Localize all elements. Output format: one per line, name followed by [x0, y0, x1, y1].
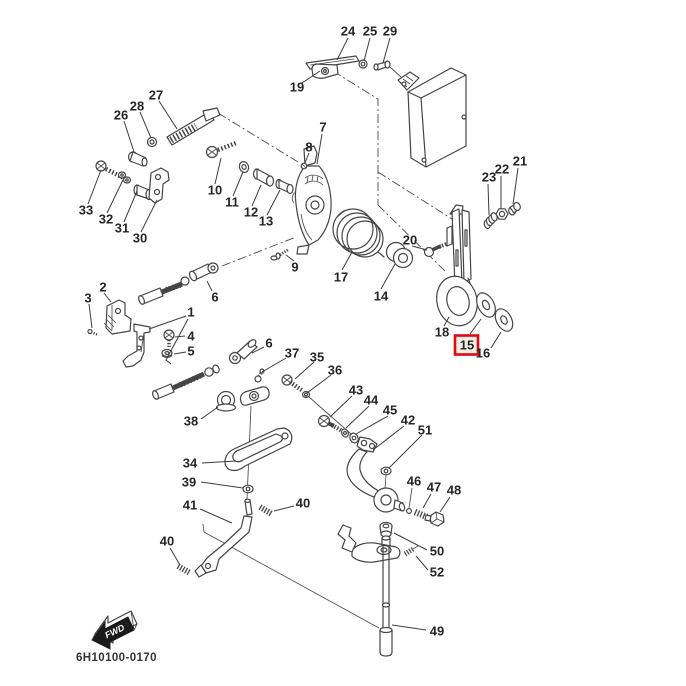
arm-34-group: [224, 427, 293, 494]
part-callout-48[interactable]: 48: [447, 483, 461, 498]
part-callout-13[interactable]: 13: [259, 214, 273, 229]
arm-41-group: [176, 498, 274, 578]
part-callout-49[interactable]: 49: [430, 624, 444, 639]
part-callout-44[interactable]: 44: [364, 393, 379, 408]
part-callout-47[interactable]: 47: [427, 480, 441, 495]
roller-14-group: [385, 238, 457, 269]
part-callout-14[interactable]: 14: [374, 289, 389, 304]
part-callout-28[interactable]: 28: [130, 99, 144, 114]
part-callout-42[interactable]: 42: [401, 413, 415, 428]
shift-shaft-group: [337, 521, 419, 657]
bolt-10-set: [205, 140, 294, 195]
part-callout-35[interactable]: 35: [310, 350, 324, 365]
part-callout-21[interactable]: 21: [513, 154, 527, 169]
diagram-code: 6H10100-0170: [76, 652, 157, 664]
cam-plate-7-group: [270, 145, 332, 261]
control-lever-18: [436, 204, 478, 327]
part-callout-5[interactable]: 5: [187, 344, 194, 359]
part-callout-27[interactable]: 27: [149, 88, 163, 103]
part-callout-38[interactable]: 38: [184, 414, 198, 429]
part-callout-10[interactable]: 10: [208, 183, 222, 198]
part-callout-51[interactable]: 51: [418, 423, 432, 438]
washers-15-16: [476, 292, 514, 332]
leader-lines: [87, 37, 519, 631]
part-callout-4[interactable]: 4: [187, 329, 195, 344]
adjuster-rod-group: [127, 107, 221, 167]
part-callout-6[interactable]: 6: [265, 336, 272, 351]
lever-30-group: [95, 160, 170, 204]
part-callout-17[interactable]: 17: [334, 270, 348, 285]
part-callout-40[interactable]: 40: [160, 534, 174, 549]
part-callout-33[interactable]: 33: [79, 203, 93, 218]
part-callout-6[interactable]: 6: [211, 290, 218, 305]
part-callout-16[interactable]: 16: [476, 346, 490, 361]
part-callout-25[interactable]: 25: [363, 24, 377, 39]
part-callout-29[interactable]: 29: [383, 24, 397, 39]
fwd-arrow: FWD: [91, 610, 138, 650]
part-callout-37[interactable]: 37: [285, 346, 299, 361]
lever-42-group: [317, 414, 445, 527]
cdi-unit-box: [397, 67, 467, 168]
spring-nut-collar-group: [483, 201, 521, 230]
part-callout-50[interactable]: 50: [430, 544, 444, 559]
throttle-rod-group: [305, 55, 402, 79]
part-callout-36[interactable]: 36: [328, 363, 342, 378]
part-callout-23[interactable]: 23: [482, 170, 496, 185]
part-callout-45[interactable]: 45: [383, 403, 397, 418]
part-callout-22[interactable]: 22: [495, 162, 509, 177]
part-callout-34[interactable]: 34: [183, 456, 198, 471]
part-callout-30[interactable]: 30: [133, 231, 147, 246]
part-callout-40[interactable]: 40: [296, 496, 310, 511]
part-callout-7[interactable]: 7: [319, 120, 326, 135]
part-callout-26[interactable]: 26: [114, 108, 128, 123]
part-callout-1[interactable]: 1: [187, 305, 194, 320]
part-callout-20[interactable]: 20: [403, 233, 417, 248]
part-callout-18[interactable]: 18: [435, 325, 449, 340]
part-callout-39[interactable]: 39: [182, 475, 196, 490]
part-callout-19[interactable]: 19: [290, 80, 304, 95]
part-callout-3[interactable]: 3: [84, 291, 91, 306]
part-callout-2[interactable]: 2: [99, 280, 106, 295]
part-callout-24[interactable]: 24: [341, 24, 356, 39]
highlighted-part-box[interactable]: [453, 334, 480, 356]
upper-link-rod-group: [138, 262, 219, 305]
part-callout-46[interactable]: 46: [407, 474, 421, 489]
bracket-group-1-2: [87, 299, 175, 368]
part-callout-12[interactable]: 12: [244, 205, 258, 220]
throttle-spring-17: [332, 208, 385, 258]
part-callout-32[interactable]: 32: [99, 212, 113, 227]
part-callout-43[interactable]: 43: [349, 383, 363, 398]
part-callout-41[interactable]: 41: [183, 498, 197, 513]
part-callout-52[interactable]: 52: [430, 565, 444, 580]
part-callout-31[interactable]: 31: [115, 221, 129, 236]
part-callout-15[interactable]: 15: [460, 338, 474, 353]
part-callout-9[interactable]: 9: [291, 260, 298, 275]
part-callout-11[interactable]: 11: [225, 195, 239, 210]
lower-link-rod-group: [152, 339, 270, 412]
part-callout-8[interactable]: 8: [305, 140, 312, 155]
